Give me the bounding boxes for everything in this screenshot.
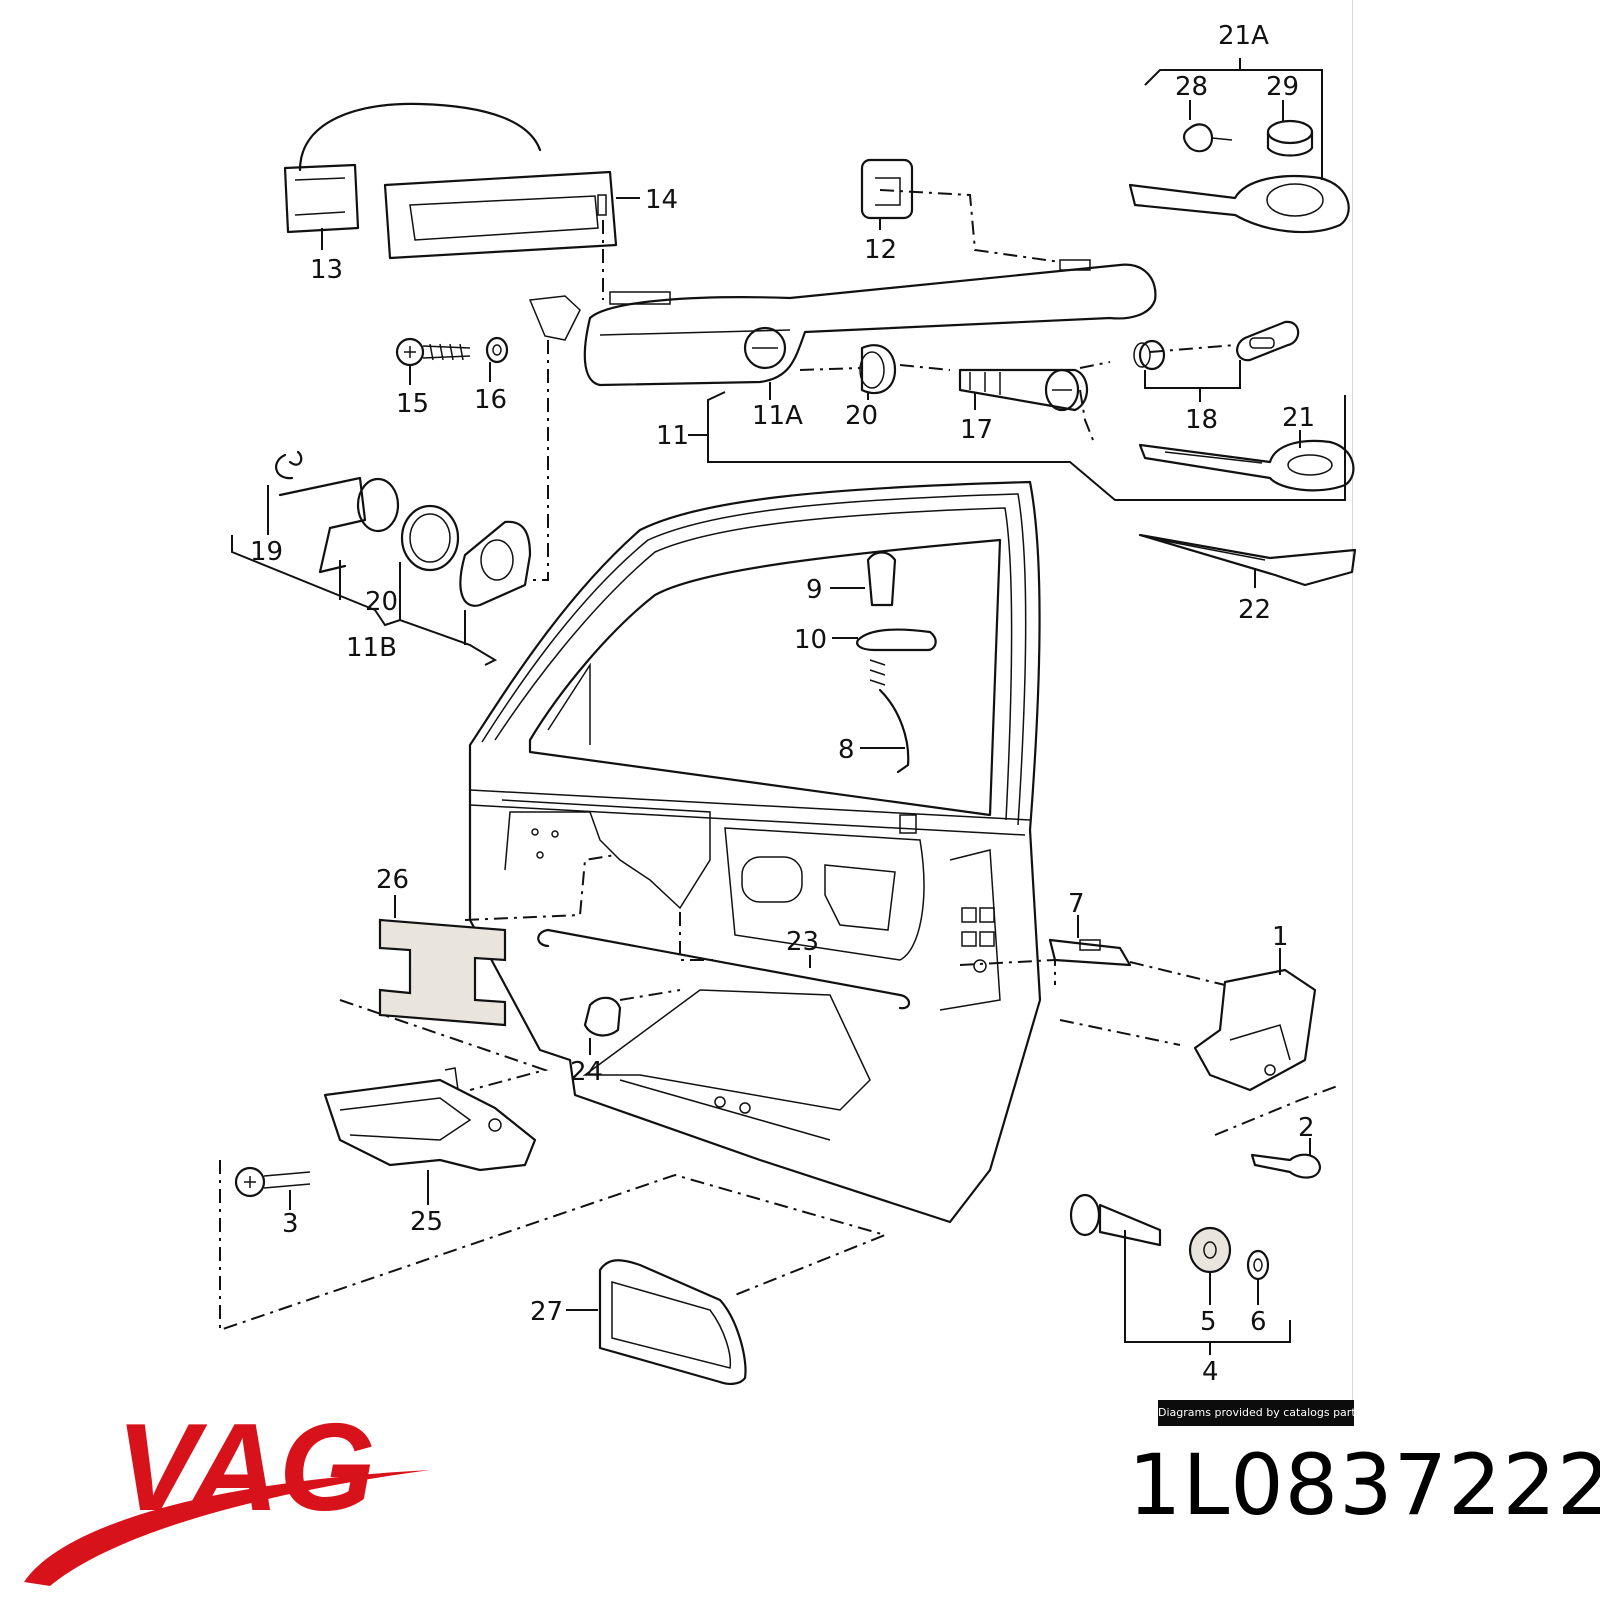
callout-26: 26 <box>376 865 409 895</box>
callout-4: 4 <box>1202 1357 1219 1387</box>
callout-6: 6 <box>1250 1307 1267 1337</box>
callout-2: 2 <box>1298 1113 1315 1143</box>
callout-12: 12 <box>864 235 897 265</box>
callout-labels: 1 2 3 4 5 6 7 8 9 10 11 11A 11B 12 13 14… <box>250 21 1315 1387</box>
bracket-12 <box>860 158 914 220</box>
callout-16: 16 <box>474 385 507 415</box>
callout-5: 5 <box>1200 1307 1217 1337</box>
callout-14: 14 <box>645 185 678 215</box>
guide-lines <box>219 189 1341 1332</box>
callout-9: 9 <box>806 575 823 605</box>
callout-27: 27 <box>530 1297 563 1327</box>
callout-23: 23 <box>786 927 819 957</box>
callout-17: 17 <box>960 415 993 445</box>
callout-1: 1 <box>1272 922 1289 952</box>
callout-10: 10 <box>794 625 827 655</box>
callout-21a: 21A <box>1218 21 1269 51</box>
callout-8: 8 <box>838 735 855 765</box>
callout-22: 22 <box>1238 595 1271 625</box>
callout-21: 21 <box>1282 403 1315 433</box>
inside-handle <box>234 1067 537 1198</box>
outside-handle <box>528 259 1157 387</box>
callout-19: 19 <box>250 537 283 567</box>
leader-lines <box>231 58 1346 1355</box>
callout-20-lower: 20 <box>365 587 398 617</box>
lock-cylinder-parts <box>859 320 1300 412</box>
part-number: 1L0837222 <box>1128 1436 1600 1534</box>
grip-frame <box>283 102 542 234</box>
lock-exploded-11b <box>275 450 532 607</box>
callout-29: 29 <box>1266 72 1299 102</box>
logo-wordmark: VAG <box>116 1410 376 1537</box>
callout-20-upper: 20 <box>845 401 878 431</box>
handle-gasket <box>383 170 618 260</box>
callout-25: 25 <box>410 1207 443 1237</box>
callout-11a: 11A <box>752 401 803 431</box>
divider <box>1352 0 1353 1426</box>
lock-pin-and-rod <box>856 551 937 774</box>
callout-24: 24 <box>570 1057 603 1087</box>
logo-swoosh <box>24 1470 430 1586</box>
callout-13: 13 <box>310 255 343 285</box>
callout-11: 11 <box>656 421 689 451</box>
connecting-rod <box>537 928 911 1010</box>
trim-27 <box>598 1259 747 1385</box>
clip-24 <box>583 996 622 1037</box>
vag-logo: VAG <box>24 1410 430 1586</box>
keys <box>1128 119 1357 587</box>
callout-28: 28 <box>1175 72 1208 102</box>
callout-15: 15 <box>396 389 429 419</box>
diagram-credit: Diagrams provided by catalogs parts <box>1158 1400 1361 1426</box>
callout-11b: 11B <box>346 633 397 663</box>
damper-26 <box>378 918 507 1027</box>
callout-18: 18 <box>1185 405 1218 435</box>
door-lock-unit <box>1048 938 1317 1092</box>
door-frame <box>468 480 1042 1224</box>
callout-3: 3 <box>282 1209 299 1239</box>
screw-and-washer <box>395 336 509 367</box>
striker-hardware <box>1069 1153 1322 1281</box>
callout-7: 7 <box>1068 889 1085 919</box>
